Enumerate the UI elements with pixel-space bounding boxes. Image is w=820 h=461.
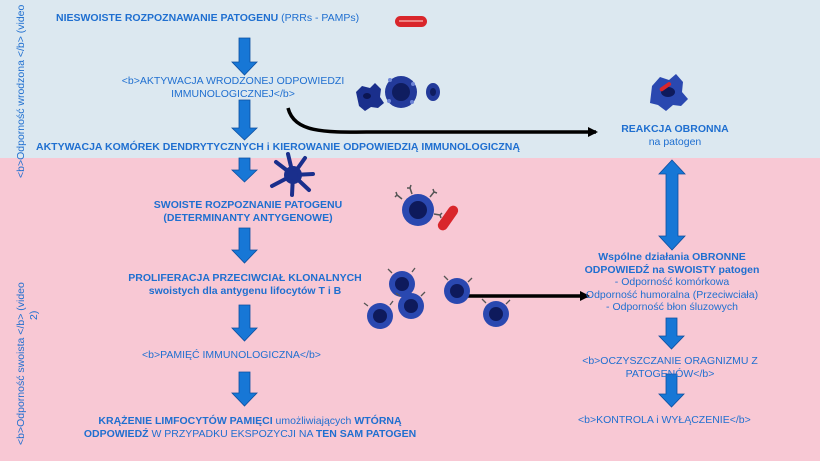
- memory-line1-plain: umożliwiających: [272, 415, 355, 427]
- step-nonspecific-recognition-plain: (PRRs - PAMPs): [278, 12, 360, 24]
- dendritic-cell-icon: [270, 152, 315, 197]
- step-clonal-proliferation: PROLIFERACJA PRZECIWCIAŁ KLONALNYCH swoi…: [100, 272, 390, 297]
- memory-line2-bold: ODPOWIEDŹ: [83, 427, 149, 440]
- joint-defense-cellular: - Odporność komórkowa: [614, 276, 730, 288]
- step-specific-recognition: SWOISTE ROZPOZNANIE PATOGENU (DETERMINAN…: [120, 199, 376, 224]
- step-clonal-proliferation-line1: PROLIFERACJA PRZECIWCIAŁ KLONALNYCH: [128, 272, 362, 284]
- innate-cell-2: [385, 76, 417, 108]
- step-specific-recognition-line2: (DETERMINANTY ANTYGENOWE): [163, 211, 333, 224]
- step-innate-activation-line2: IMMUNOLOGICZNEJ</b>: [171, 87, 295, 100]
- macrophage-icon: [650, 74, 688, 111]
- pathogen-clearance: <b>OCZYSZCZANIE ORAGNIZMU Z PATOGENÓW</b…: [560, 355, 780, 380]
- b-cell-recognition-icon: [394, 184, 459, 231]
- memory-line1-bold: KRĄŻENIE LIMFOCYTÓW PAMIĘCI: [98, 415, 273, 427]
- double-arrow: [658, 159, 686, 251]
- pathogen-icon-top: [395, 16, 427, 27]
- curved-arrow-reaction: [286, 107, 598, 137]
- lymphocyte-5: [483, 301, 509, 327]
- step-immunological-memory: <b>PAMIĘĆ IMMUNOLOGICZNA</b>: [142, 349, 321, 361]
- step-specific-recognition-line1: SWOISTE ROZPOZNANIE PATOGENU: [153, 199, 343, 211]
- memory-line2-plain: W PRZYPADKU EKSPOZYCJI NA: [148, 427, 316, 440]
- lymphocyte-cluster-icon: [363, 267, 511, 329]
- innate-cell-1: [356, 83, 384, 111]
- step-memory-circulation: KRĄŻENIE LIMFOCYTÓW PAMIĘCI umożliwiając…: [60, 415, 440, 440]
- control-shutdown: <b>KONTROLA i WYŁĄCZENIE</b>: [578, 414, 751, 426]
- defense-reaction: REAKCJA OBRONNA na patogen: [600, 123, 750, 148]
- joint-defense-line2: ODPOWIEDŹ na SWOISTY patogen: [584, 263, 760, 276]
- lymphocyte-2: [444, 278, 470, 304]
- down-arrow-6: [231, 371, 258, 407]
- down-arrow-right-2: [658, 373, 685, 408]
- step-innate-activation-line1: <b>AKTYWACJA WRODZONEJ ODPOWIEDZI: [121, 75, 345, 87]
- step-dendritic-activation: AKTYWACJA KOMÓREK DENDRYTYCZNYCH i KIERO…: [36, 141, 520, 153]
- lymphocyte-1: [389, 271, 415, 297]
- step-nonspecific-recognition-bold: NIESWOISTE ROZPOZNAWANIE PATOGENU: [56, 12, 279, 24]
- step-clonal-proliferation-line2: swoistych dla antygenu lifocytów T i B: [148, 284, 342, 297]
- lymphocyte-4: [367, 303, 393, 329]
- defense-reaction-title: REAKCJA OBRONNA: [621, 123, 729, 135]
- lymphocyte-3: [398, 293, 424, 319]
- down-arrow-3: [231, 157, 258, 183]
- pathogen-clearance-line2: PATOGENÓW</b>: [625, 367, 715, 380]
- joint-defense-mucosal: - Odporność błon śluzowych: [606, 301, 738, 313]
- memory-line2-bold2: TEN SAM PATOGEN: [315, 427, 417, 440]
- joint-defense-humoral: Odporność humoralna (Przeciwciała): [585, 288, 759, 301]
- memory-line1-bold2: WTÓRNĄ: [354, 415, 402, 427]
- joint-defense-response: Wspólne działania OBRONNE ODPOWIEDŹ na S…: [572, 251, 772, 314]
- pathogen-clearance-line1: <b>OCZYSZCZANIE ORAGNIZMU Z: [582, 355, 758, 367]
- down-arrow-2: [231, 99, 258, 141]
- innate-cell-3: [426, 83, 440, 101]
- down-arrow-right-1: [658, 317, 685, 350]
- step-innate-activation: <b>AKTYWACJA WRODZONEJ ODPOWIEDZI IMMUNO…: [108, 75, 358, 100]
- down-arrow-5: [231, 304, 258, 342]
- joint-defense-line1: Wspólne działania OBRONNE: [598, 251, 746, 263]
- defense-reaction-subtitle: na patogen: [648, 135, 702, 148]
- down-arrow-1: [231, 37, 258, 76]
- down-arrow-4: [231, 227, 258, 264]
- step-nonspecific-recognition: NIESWOISTE ROZPOZNAWANIE PATOGENU (PRRs …: [56, 12, 359, 25]
